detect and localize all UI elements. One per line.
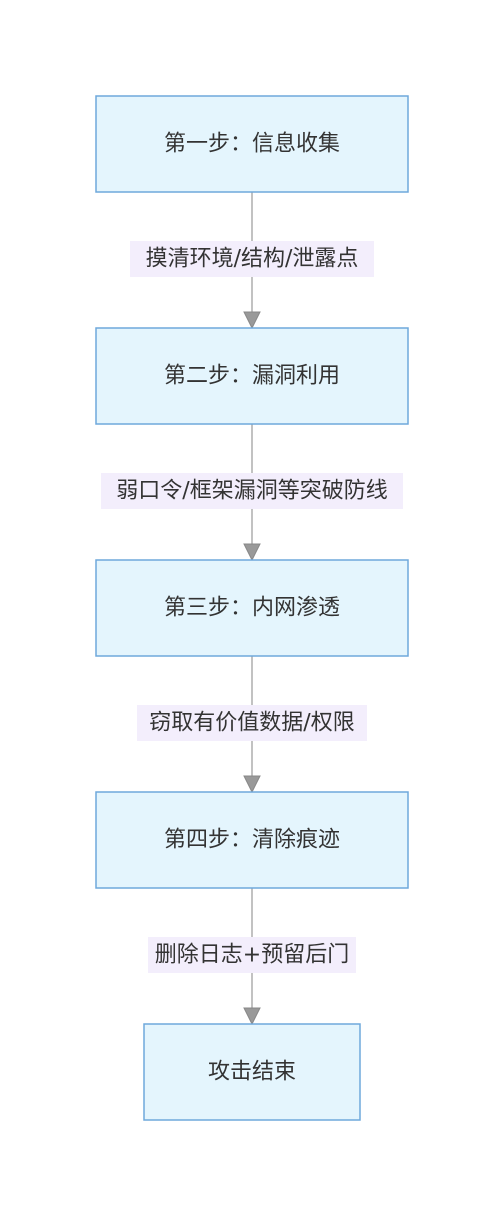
edge-step4-end: 删除日志+预留后门 xyxy=(148,888,356,1026)
edge-step3-step4: 窃取有价值数据/权限 xyxy=(137,656,367,794)
node-label: 攻击结束 xyxy=(208,1060,296,1085)
node-step1: 第一步：信息收集 xyxy=(95,95,409,193)
edge-label-background xyxy=(130,241,374,277)
edge-label-background xyxy=(137,705,367,741)
node-box xyxy=(95,95,409,193)
edge-step2-step3: 弱口令/框架漏洞等突破防线 xyxy=(101,424,403,562)
node-box xyxy=(143,1023,361,1121)
edge-label: 删除日志+预留后门 xyxy=(155,943,349,968)
node-step2: 第二步：漏洞利用 xyxy=(95,327,409,425)
edge-label: 弱口令/框架漏洞等突破防线 xyxy=(116,479,387,504)
arrow-head xyxy=(243,775,261,794)
node-box xyxy=(95,791,409,889)
node-box xyxy=(95,559,409,657)
edge-label: 窃取有价值数据/权限 xyxy=(149,711,354,736)
node-step4: 第四步：清除痕迹 xyxy=(95,791,409,889)
node-label: 第三步：内网渗透 xyxy=(164,596,340,621)
arrow-head xyxy=(243,311,261,330)
edge-label-background xyxy=(101,473,403,509)
edge-label: 摸清环境/结构/泄露点 xyxy=(146,247,359,272)
node-label: 第四步：清除痕迹 xyxy=(164,828,340,853)
node-step3: 第三步：内网渗透 xyxy=(95,559,409,657)
arrow-head xyxy=(243,543,261,562)
node-box xyxy=(95,327,409,425)
node-label: 第二步：漏洞利用 xyxy=(164,364,340,389)
node-label: 第一步：信息收集 xyxy=(164,132,340,157)
arrow-head xyxy=(243,1007,261,1026)
edge-step1-step2: 摸清环境/结构/泄露点 xyxy=(130,192,374,330)
edge-label-background xyxy=(148,937,356,973)
node-end: 攻击结束 xyxy=(143,1023,361,1121)
